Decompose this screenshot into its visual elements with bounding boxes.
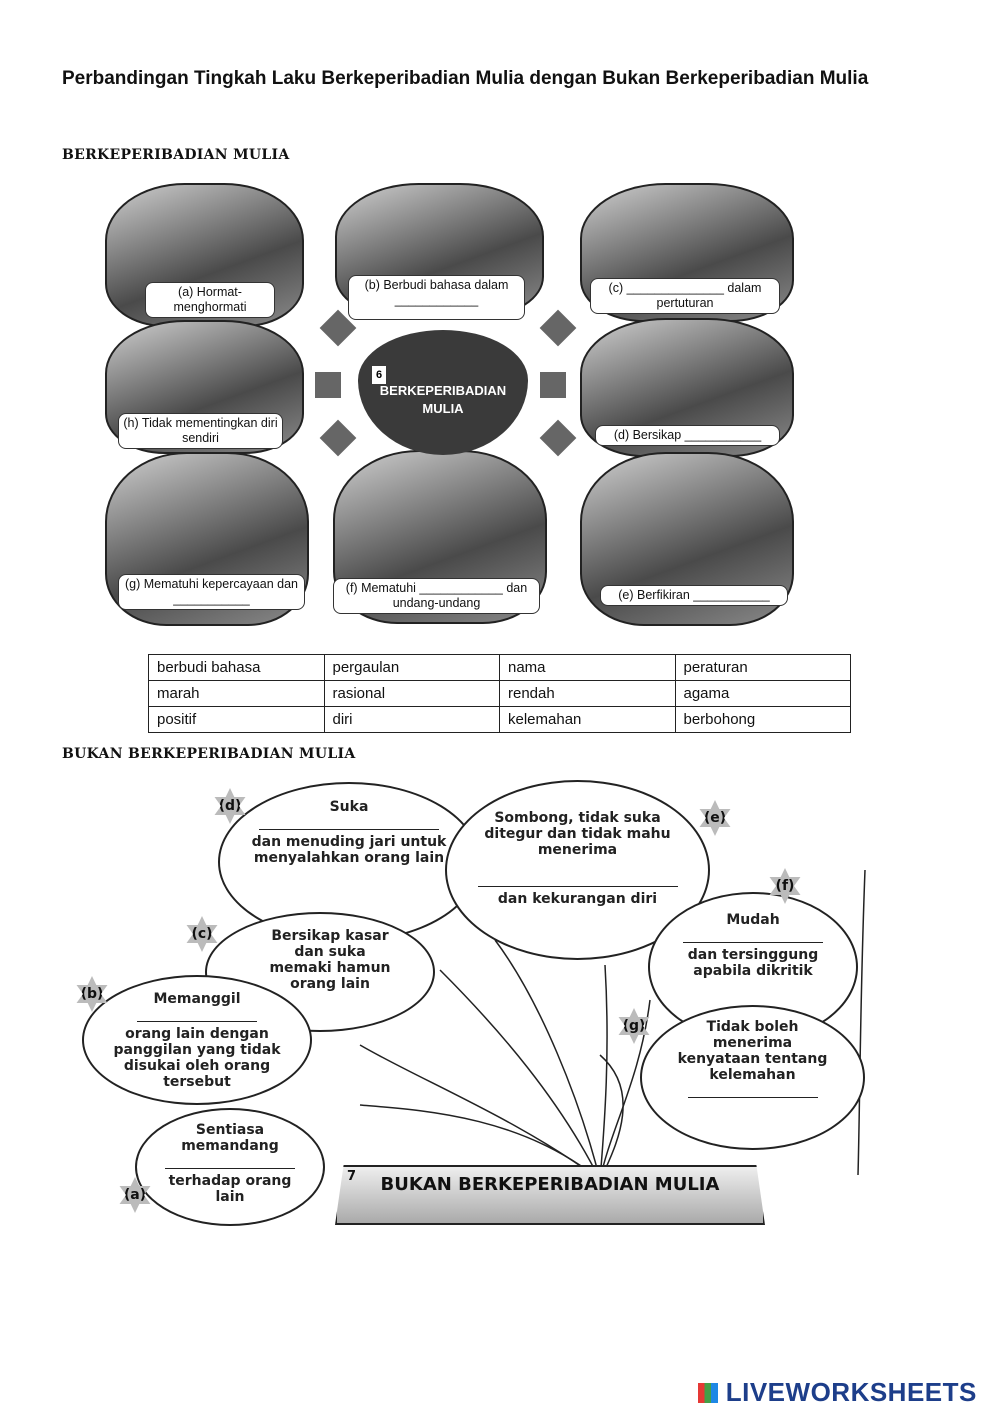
label-f: (f) Mematuhi ____________ dan undang-und… [333,578,540,614]
balloon-text: dan tersinggung apabila dikritik [687,947,819,979]
logo-text: LIVEWORKSHEETS [725,1377,977,1407]
arrow-icon [539,309,577,347]
label-a: (a) Hormat-menghormati [145,282,275,318]
word-cell: kelemahan [499,706,676,733]
balloon-g: Tidak boleh menerima kenyataan tentang k… [640,1005,865,1150]
balloon-text: Sentiasa memandang [181,1122,279,1154]
label-h: (h) Tidak mementingkan diri sendiri [118,413,283,449]
center-label: BERKEPERIBADIAN MULIA [379,383,507,416]
word-cell: pergaulan [323,654,500,681]
answer-blank[interactable] [137,1011,257,1022]
label-c: (c) ______________ dalam pertuturan [590,278,780,314]
word-cell: marah [148,680,325,707]
label-d: (d) Bersikap ___________ [595,425,780,446]
balloon-text: Memanggil [153,991,241,1007]
word-cell: diri [323,706,500,733]
word-cell: rasional [323,680,500,707]
arrow-icon [319,419,357,457]
logo-icon [698,1383,718,1403]
balloon-text: terhadap orang lain [168,1173,292,1205]
balloon-text: Mudah [726,912,780,928]
answer-blank[interactable] [259,819,439,830]
balloon-text: Sombong, tidak suka ditegur dan tidak ma… [484,810,671,858]
label-e: (e) Berfikiran ___________ [600,585,788,606]
word-cell: berbudi bahasa [148,654,325,681]
arrow-icon [315,372,341,398]
balloon-text: Bersikap kasar dan suka memaki hamun ora… [269,928,391,992]
word-cell: agama [674,680,851,707]
balloon-c: Bersikap kasar dan suka memaki hamun ora… [205,912,435,1032]
balloon-text: dan kekurangan diri [497,891,658,907]
word-cell: berbohong [674,706,851,733]
center-heart: 6 BERKEPERIBADIAN MULIA [358,330,528,455]
section-heading-mulia: Berkeperibadian Mulia [62,147,290,163]
balloon-text: Tidak boleh menerima kenyataan tentang k… [677,1019,828,1083]
balloon-text: Suka [329,799,369,815]
page-title: Perbandingan Tingkah Laku Berkeperibadia… [62,68,869,89]
balloon-text: dan menuding jari untuk menyalahkan oran… [251,834,447,866]
word-cell: nama [499,654,676,681]
diagram-number: 7 [347,1169,357,1184]
balloon-b: Memanggil orang lain dengan panggilan yan… [82,975,312,1105]
answer-blank[interactable] [165,1158,295,1169]
balloon-strings [359,869,866,1181]
answer-blank[interactable] [687,1087,818,1098]
label-b: (b) Berbudi bahasa dalam ____________ [348,275,525,320]
banner-label: BUKAN BERKEPERIBADIAN MULIA [380,1174,720,1195]
word-cell: peraturan [674,654,851,681]
center-banner: 7 BUKAN BERKEPERIBADIAN MULIA [335,1165,765,1225]
answer-blank[interactable] [477,876,678,887]
balloon-a: Sentiasa memandang terhadap orang lain [135,1108,325,1226]
balloon-text: orang lain dengan panggilan yang tidak d… [113,1026,281,1090]
label-g: (g) Mematuhi kepercayaan dan ___________ [118,574,305,610]
word-cell: rendah [499,680,676,707]
diagram-number: 6 [372,366,387,384]
answer-blank[interactable] [683,932,823,943]
liveworksheets-logo: LIVEWORKSHEETS [698,1377,977,1408]
arrow-icon [540,372,566,398]
word-cell: positif [148,706,325,733]
section-heading-bukan: Bukan Berkeperibadian Mulia [62,746,356,762]
arrow-icon [539,419,577,457]
